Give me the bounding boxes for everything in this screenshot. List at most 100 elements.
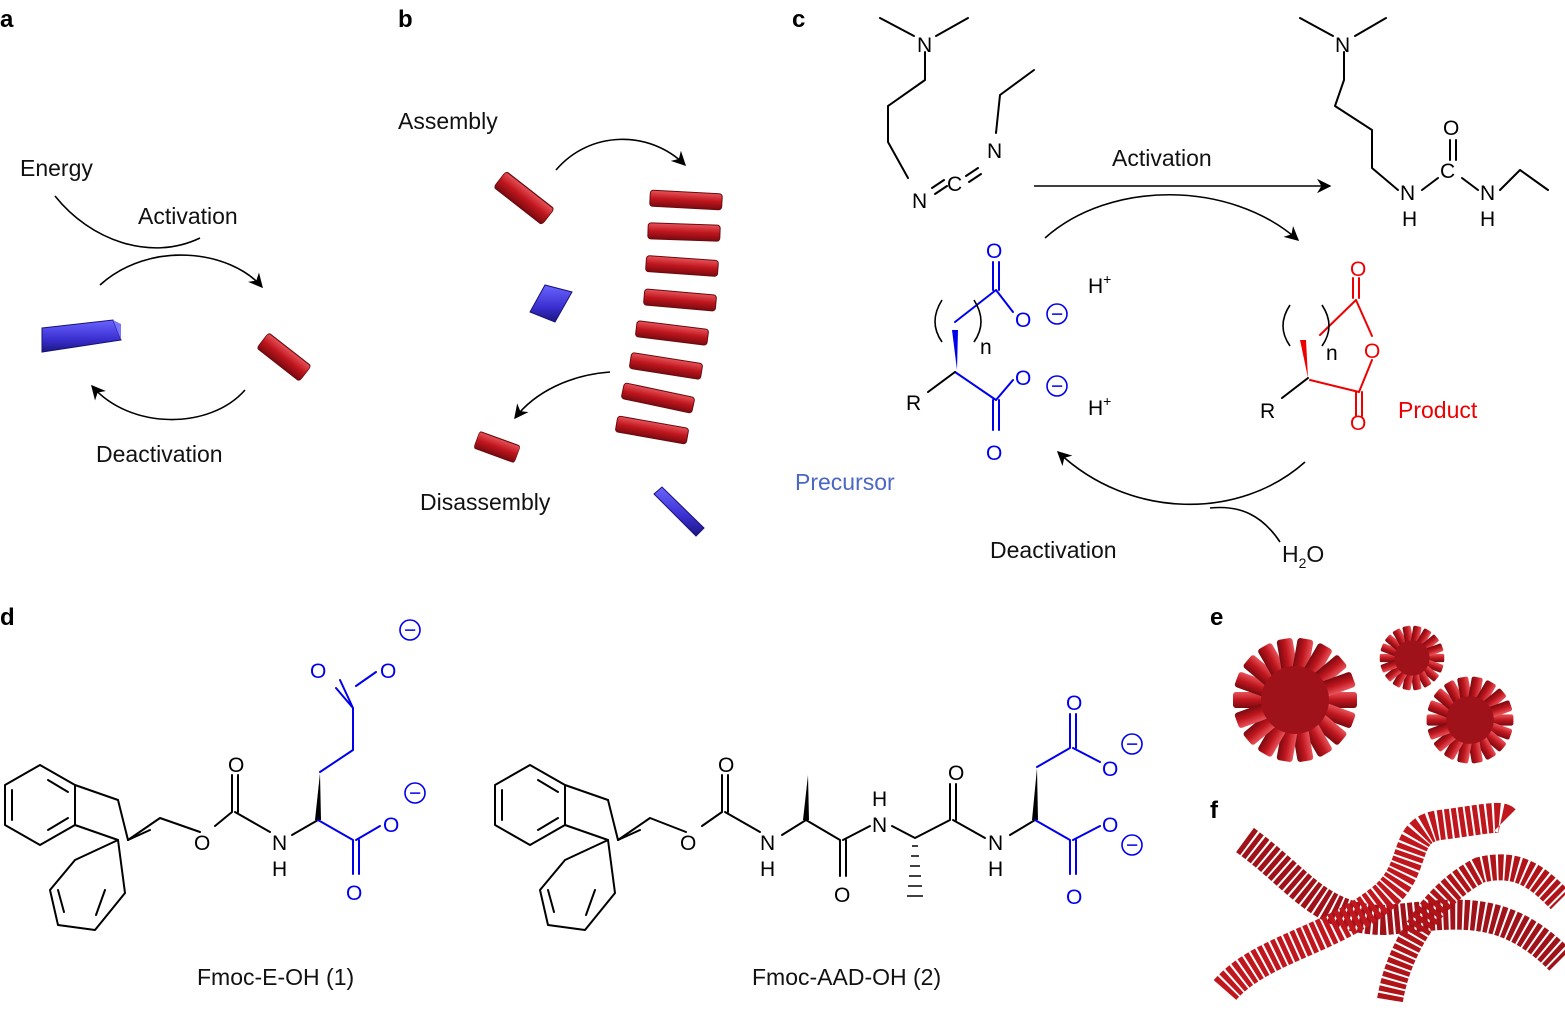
fmoc1-o-carbonyl: O bbox=[228, 754, 244, 777]
panel-c-reaction: N N C N N N H C O N H Activation bbox=[795, 17, 1549, 571]
prec-charge1: − bbox=[1051, 303, 1063, 326]
fmoc2-n2: N bbox=[872, 814, 887, 837]
spherulite-medium bbox=[1426, 676, 1514, 764]
urea-h3: H bbox=[1480, 208, 1495, 231]
deactivation-label-c: Deactivation bbox=[990, 537, 1117, 563]
deactivation-arrow-c bbox=[1056, 451, 1306, 506]
panel-a-cycle: Energy Activation Deactivation bbox=[20, 155, 312, 467]
prod-o2: O bbox=[1364, 340, 1380, 363]
edc-urea-waste: N N H C O N H bbox=[1299, 17, 1549, 231]
prod-n: n bbox=[1326, 342, 1338, 365]
compound2-label: Fmoc-AAD-OH (2) bbox=[752, 964, 941, 990]
prec-charge2: − bbox=[1051, 375, 1063, 398]
spherulite-small bbox=[1379, 625, 1445, 691]
prec-r: R bbox=[906, 392, 921, 415]
fmoc1-o4: O bbox=[346, 882, 362, 905]
deactivation-label-a: Deactivation bbox=[96, 441, 223, 467]
product-label: Product bbox=[1398, 397, 1478, 423]
prec-o3: O bbox=[1015, 367, 1031, 390]
urea-n1: N bbox=[1335, 34, 1350, 57]
fmoc2-h2: H bbox=[872, 788, 887, 811]
prec-o4: O bbox=[986, 442, 1002, 465]
prec-n: n bbox=[980, 336, 992, 359]
edc-fuel-structure: N N C N bbox=[879, 17, 1035, 213]
fmoc2-o5: O bbox=[1102, 758, 1118, 781]
fmoc-e-oh-structure: O O N H O O − O O − Fmoc-E-OH (1) bbox=[4, 619, 426, 990]
fmoc2-n3: N bbox=[988, 832, 1003, 855]
released-active-monomer bbox=[473, 430, 521, 464]
energy-input-arrow bbox=[54, 195, 201, 249]
fmoc1-h: H bbox=[272, 858, 287, 881]
prod-r: R bbox=[1260, 400, 1275, 423]
anhydride-product: O O O n R bbox=[1260, 258, 1380, 435]
activation-label-a: Activation bbox=[138, 203, 238, 229]
fiber-stack bbox=[614, 189, 723, 445]
panel-label-a: a bbox=[0, 6, 14, 33]
activation-arrow-c bbox=[1044, 193, 1300, 241]
water-label: H2O bbox=[1282, 541, 1324, 571]
fmoc1-charge2: − bbox=[409, 782, 421, 805]
fmoc1-o-ester: O bbox=[194, 832, 210, 855]
panel-label-c: c bbox=[792, 6, 805, 33]
assembly-arrow bbox=[555, 138, 687, 171]
panel-b-assembly: Assembly Disassembly bbox=[398, 108, 723, 537]
disassembly-label: Disassembly bbox=[420, 489, 551, 515]
urea-n2: N bbox=[1400, 182, 1415, 205]
fmoc2-o3: O bbox=[948, 762, 964, 785]
prod-o1: O bbox=[1350, 258, 1366, 281]
disassembly-arrow bbox=[514, 371, 611, 420]
released-inactive-monomer bbox=[653, 486, 705, 537]
activation-label-c: Activation bbox=[1112, 145, 1212, 171]
free-active-monomer bbox=[493, 170, 555, 226]
deactivation-arrow-a bbox=[91, 384, 246, 421]
proton-2: H+ bbox=[1088, 393, 1111, 420]
edc-n1: N bbox=[917, 34, 932, 57]
fmoc2-h1: H bbox=[760, 858, 775, 881]
fmoc1-n: N bbox=[272, 832, 287, 855]
fmoc1-charge1: − bbox=[404, 619, 416, 642]
compound1-label: Fmoc-E-OH (1) bbox=[197, 964, 354, 990]
panel-label-b: b bbox=[398, 6, 413, 33]
urea-h2: H bbox=[1402, 208, 1417, 231]
dicarboxylate-precursor: O O O O − − n R bbox=[906, 240, 1068, 465]
fmoc1-o2: O bbox=[380, 660, 396, 683]
panel-label-e: e bbox=[1210, 604, 1223, 631]
assembly-label: Assembly bbox=[398, 108, 498, 134]
proton-1: H+ bbox=[1088, 271, 1111, 298]
fmoc2-o4: O bbox=[1066, 692, 1082, 715]
fiber-network bbox=[1213, 802, 1565, 1003]
panel-label-f: f bbox=[1210, 797, 1219, 824]
fmoc-aad-oh-structure: O O N H O N H O N H O O − O O − Fmoc-AAD… bbox=[494, 692, 1143, 990]
energy-label: Energy bbox=[20, 155, 93, 181]
active-building-block bbox=[256, 332, 312, 382]
activation-arrow-a bbox=[99, 254, 263, 289]
fmoc2-o6: O bbox=[1102, 814, 1118, 837]
fmoc2-o7: O bbox=[1066, 886, 1082, 909]
precursor-label: Precursor bbox=[795, 469, 895, 495]
prec-o2: O bbox=[1015, 309, 1031, 332]
spherulite-cluster bbox=[1233, 625, 1514, 764]
panel-label-d: d bbox=[0, 604, 15, 631]
edc-n2: N bbox=[912, 190, 927, 213]
inactive-building-block bbox=[41, 319, 122, 353]
free-inactive-monomer bbox=[529, 284, 573, 323]
fmoc2-o-carbonyl: O bbox=[718, 754, 734, 777]
edc-c: C bbox=[947, 173, 962, 196]
fmoc2-o-ester: O bbox=[680, 832, 696, 855]
fmoc2-n1: N bbox=[760, 832, 775, 855]
prec-o1: O bbox=[986, 240, 1002, 263]
fmoc2-h3: H bbox=[988, 858, 1003, 881]
fmoc2-charge1: − bbox=[1126, 733, 1138, 756]
fmoc1-o1: O bbox=[310, 660, 326, 683]
fmoc2-o2: O bbox=[834, 884, 850, 907]
spherulite-large bbox=[1233, 638, 1357, 762]
urea-o: O bbox=[1443, 117, 1459, 140]
urea-n3: N bbox=[1480, 182, 1495, 205]
urea-c: C bbox=[1440, 160, 1455, 183]
fmoc2-charge2: − bbox=[1126, 834, 1138, 857]
edc-n3: N bbox=[987, 140, 1002, 163]
prod-o3: O bbox=[1350, 412, 1366, 435]
fmoc1-o3: O bbox=[383, 814, 399, 837]
water-input-arrow bbox=[1209, 506, 1281, 543]
